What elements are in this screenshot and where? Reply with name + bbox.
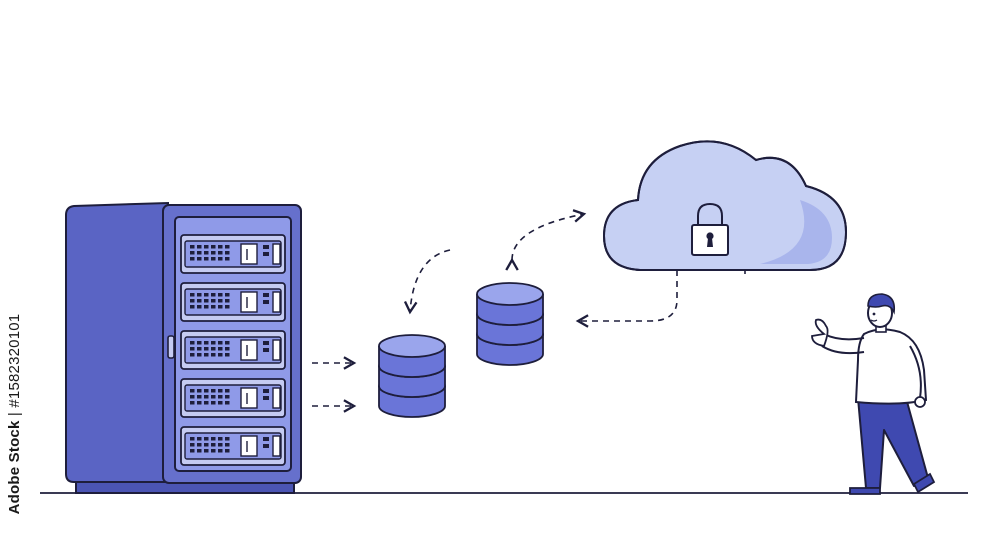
database-icon	[476, 282, 544, 366]
stock-watermark: Adobe Stock | #1582320101	[6, 309, 28, 519]
dashed-arrow-icon	[575, 237, 684, 328]
server-unit	[180, 378, 286, 418]
server-unit	[180, 234, 286, 274]
server-unit	[180, 330, 286, 370]
cloud-icon	[602, 140, 848, 271]
watermark-separator: |	[6, 407, 23, 421]
watermark-brand: Adobe Stock	[6, 420, 23, 515]
server-rack-icon	[65, 201, 302, 494]
person-icon	[811, 293, 936, 495]
database-icon	[378, 334, 446, 418]
server-unit	[180, 426, 286, 466]
padlock-icon	[691, 202, 729, 256]
dashed-arrow-icon	[403, 249, 451, 315]
dashed-arrow-icon	[505, 209, 587, 271]
server-unit	[180, 282, 286, 322]
watermark-id: #1582320101	[6, 313, 23, 408]
